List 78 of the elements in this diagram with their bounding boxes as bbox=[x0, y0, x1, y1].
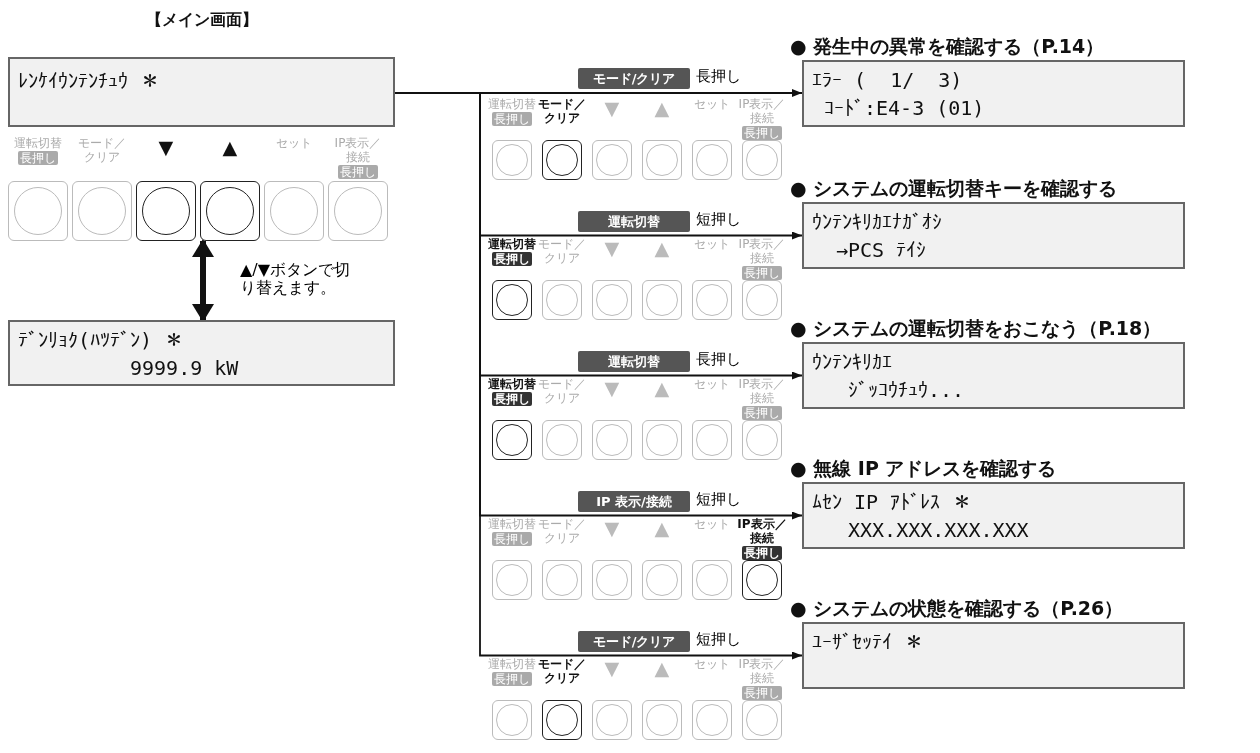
key-name-tag: モード/クリア bbox=[578, 630, 690, 652]
key-name-tag: モード/クリア bbox=[578, 68, 690, 89]
key-tag: 長押し bbox=[492, 671, 532, 687]
key-label: モード／クリア bbox=[538, 657, 586, 685]
key-tag: 長押し bbox=[742, 685, 782, 700]
key-label: IP表示／接続 bbox=[738, 657, 786, 685]
key-label: セット bbox=[694, 237, 730, 251]
key-label: 運転切替 bbox=[488, 657, 536, 671]
display-text: ﾑｾﾝ IP ｱﾄﾞﾚｽ ＊ bbox=[812, 490, 973, 514]
display-text: ﾃﾞﾝﾘｮｸ(ﾊﾂﾃﾞﾝ) ＊ bbox=[18, 328, 185, 352]
arrow-key-label: ▲ bbox=[654, 237, 670, 260]
key-label: IP表示／接続 bbox=[738, 97, 786, 125]
key-label: セット bbox=[694, 657, 730, 671]
display-text: 9999.9 kW bbox=[130, 356, 239, 380]
display-text: ﾕｰｻﾞｾｯﾃｲ ＊ bbox=[812, 630, 925, 654]
display-text: ｺｰﾄﾞ:E4-3 (01) bbox=[824, 96, 985, 120]
key-tag: 長押し bbox=[492, 531, 532, 547]
key-label: モード／クリア bbox=[538, 97, 586, 125]
key-label: セット bbox=[694, 97, 730, 111]
press-type-label: 長押し bbox=[696, 349, 741, 369]
heading: ● システムの状態を確認する（P.26） bbox=[790, 596, 1124, 621]
key-label: 運転切替 bbox=[488, 377, 536, 391]
press-type-label: 短押し bbox=[696, 209, 741, 229]
display-text: ｳﾝﾃﾝｷﾘｶｴ bbox=[812, 350, 892, 374]
arrow-key-label: ▲ bbox=[654, 97, 670, 120]
key-label: セット bbox=[694, 377, 730, 391]
arrow-key-label: ▲ bbox=[222, 136, 238, 159]
key-name-tag: 運転切替 bbox=[578, 350, 690, 372]
key-tag: 長押し bbox=[742, 265, 782, 280]
display-text: ｳﾝﾃﾝｷﾘｶｴﾅｶﾞｵｼ bbox=[812, 210, 942, 234]
key-tag: 長押し bbox=[492, 251, 532, 267]
key-name-tag: IP 表示/接続 bbox=[578, 490, 690, 512]
key-tag: 長押し bbox=[338, 164, 378, 179]
arrow-key-label: ▲ bbox=[654, 377, 670, 400]
arrow-key-label: ▼ bbox=[604, 517, 620, 540]
arrow-key-label: ▼ bbox=[604, 97, 620, 120]
key-name-tag: 運転切替 bbox=[578, 210, 690, 232]
key-label: 運転切替 bbox=[488, 517, 536, 531]
display-text: ﾚﾝｹｲｳﾝﾃﾝﾁｭｳ ＊ bbox=[18, 69, 161, 93]
key-label: 運転切替 bbox=[488, 97, 536, 111]
arrow-key-label: ▼ bbox=[604, 377, 620, 400]
press-type-label: 長押し bbox=[696, 67, 741, 86]
press-type-label: 短押し bbox=[696, 489, 741, 509]
key-tag: 長押し bbox=[492, 111, 532, 127]
key-label: セット bbox=[694, 517, 730, 531]
edge-label: ▲/▼ボタンで切り替えます。 bbox=[240, 261, 351, 297]
arrow-key-label: ▲ bbox=[654, 657, 670, 680]
key-tag: 長押し bbox=[742, 545, 782, 560]
display-text: XXX.XXX.XXX.XXX bbox=[848, 518, 1029, 542]
key-label: モード／クリア bbox=[538, 517, 586, 545]
heading: ● システムの運転切替キーを確認する bbox=[790, 176, 1118, 201]
key-tag: 長押し bbox=[492, 391, 532, 407]
heading: ● 無線 IP アドレスを確認する bbox=[790, 456, 1057, 481]
double-arrow bbox=[192, 239, 214, 322]
arrow-key-label: ▲ bbox=[654, 517, 670, 540]
arrow-key-label: ▼ bbox=[158, 136, 174, 159]
key-label: モード／クリア bbox=[78, 136, 126, 164]
heading: ● 発生中の異常を確認する（P.14） bbox=[790, 34, 1105, 59]
key-label: 運転切替 bbox=[14, 136, 62, 150]
key-label: モード／クリア bbox=[538, 377, 586, 405]
key-label: 運転切替 bbox=[488, 237, 536, 251]
heading: 【メイン画面】 bbox=[144, 10, 259, 31]
key-tag: 長押し bbox=[742, 125, 782, 140]
heading: ● システムの運転切替をおこなう（P.18） bbox=[790, 316, 1162, 341]
display-text: ｴﾗｰ ( 1/ 3) bbox=[812, 68, 963, 92]
arrow-key-label: ▼ bbox=[604, 237, 620, 260]
key-label: IP表示／接続 bbox=[738, 237, 786, 265]
display-text: ｼﾞｯｺｳﾁｭｳ... bbox=[848, 378, 965, 402]
key-label: IP表示／接続 bbox=[737, 517, 787, 545]
key-label: モード／クリア bbox=[538, 237, 586, 265]
key-tag: 長押し bbox=[742, 405, 782, 420]
key-label: セット bbox=[276, 136, 312, 150]
display-text: →PCS ﾃｲｼ bbox=[836, 238, 927, 262]
press-type-label: 短押し bbox=[696, 629, 741, 649]
key-tag: 長押し bbox=[18, 150, 58, 166]
key-label: IP表示／接続 bbox=[738, 377, 786, 405]
arrow-key-label: ▼ bbox=[604, 657, 620, 680]
key-label: IP表示／接続 bbox=[334, 136, 382, 164]
